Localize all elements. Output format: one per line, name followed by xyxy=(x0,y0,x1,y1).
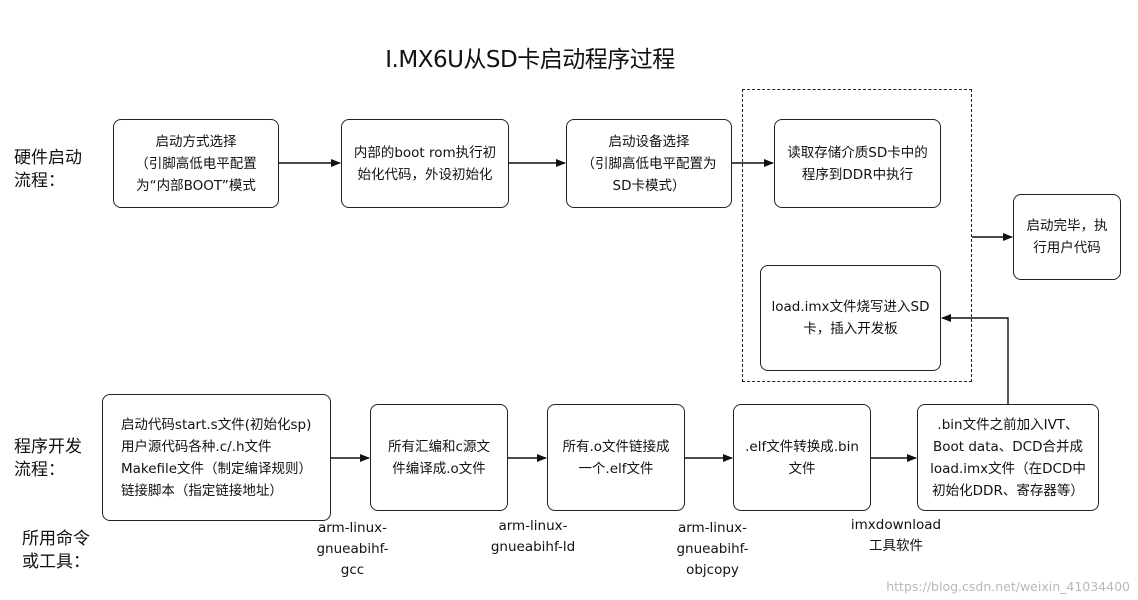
imx-package-box: .bin文件之前加入IVT、 Boot data、DCD合并成 load.imx… xyxy=(917,404,1099,511)
source-files-box: 启动代码start.s文件(初始化sp) 用户源代码各种.c/.h文件 Make… xyxy=(102,394,331,521)
watermark: https://blog.csdn.net/weixin_41034400 xyxy=(886,579,1130,594)
tools-label: 所用命令 或工具： xyxy=(22,529,90,572)
link-box: 所有.o文件链接成 一个.elf文件 xyxy=(547,404,685,511)
hardware-flow-label: 硬件启动 流程： xyxy=(14,148,82,191)
boot-finish-box: 启动完毕，执 行用户代码 xyxy=(1013,194,1121,280)
diagram-title: I.MX6U从SD卡启动程序过程 xyxy=(385,47,675,73)
objcopy-box: .elf文件转换成.bin 文件 xyxy=(733,404,871,511)
burn-to-sd-box: load.imx文件烧写进入SD 卡，插入开发板 xyxy=(760,265,941,371)
arrow-package-to-burn xyxy=(941,314,1009,404)
boot-rom-init-box: 内部的boot rom执行初 始化代码，外设初始化 xyxy=(341,119,509,208)
compile-box: 所有汇编和c源文 件编译成.o文件 xyxy=(370,404,508,511)
software-flow-label: 程序开发 流程： xyxy=(14,437,82,480)
tool-ld: arm-linux- gnueabihf-ld xyxy=(490,518,576,555)
tool-imxdownload: imxdownload 工具软件 xyxy=(850,517,942,554)
tool-objcopy: arm-linux- gnueabihf- objcopy xyxy=(676,520,749,578)
read-sd-to-ddr-box: 读取存储介质SD卡中的 程序到DDR中执行 xyxy=(774,119,941,208)
tool-gcc: arm-linux- gnueabihf- gcc xyxy=(316,520,389,578)
boot-mode-select-box: 启动方式选择 （引脚高低电平配置 为“内部BOOT”模式 xyxy=(113,119,279,208)
sd-card-group-frame xyxy=(742,89,972,382)
boot-device-select-box: 启动设备选择 （引脚高低电平配置为 SD卡模式） xyxy=(566,119,732,208)
